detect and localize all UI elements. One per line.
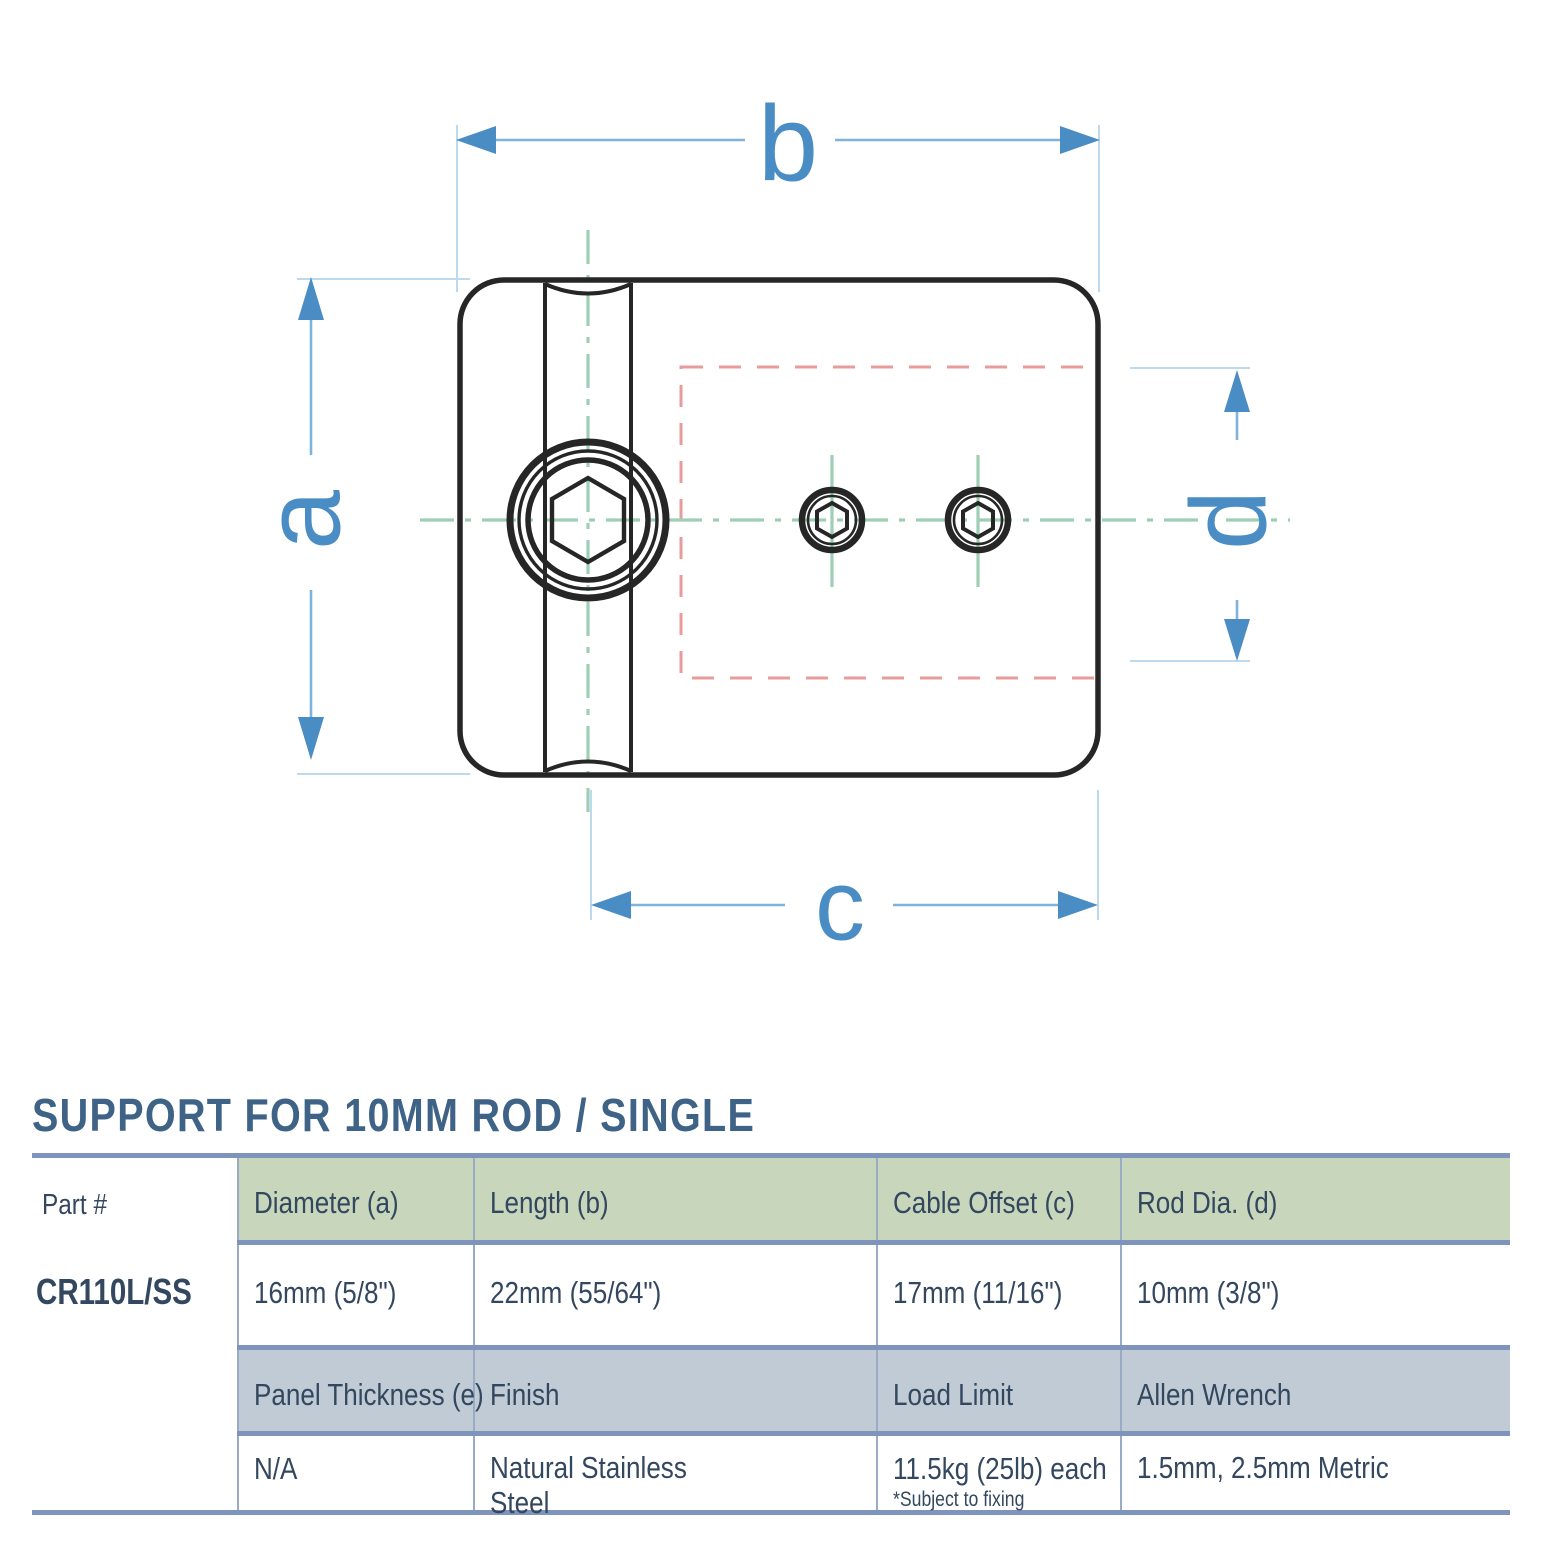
screw-center-lines [830,455,980,587]
part-number-value: CR110L/SS [36,1271,192,1312]
dimension-c: c [591,849,1098,961]
extension-lines [297,125,1250,920]
hex-socket-small-2 [944,486,1012,554]
hidden-outline-red [679,365,1098,680]
value-rod-dia: 10mm (3/8") [1137,1275,1280,1310]
divider-c1-r2v [473,1436,475,1510]
table-rule-mid-2 [237,1345,1510,1350]
dimension-b: b [456,83,1100,204]
part-number-header: Part # [42,1189,107,1221]
table-rule-mid-3 [237,1431,1510,1436]
divider-c3-r2h [1120,1350,1122,1431]
divider-c3-r1v [1120,1245,1122,1345]
hex-socket-small-1 [798,486,866,554]
value-length: 22mm (55/64") [490,1275,662,1310]
col-header-finish: Finish [490,1377,560,1412]
divider-c0-r1h [237,1158,239,1240]
dimension-label-d: d [1168,490,1289,550]
divider-c2-r1v [876,1245,878,1345]
col-header-rod-dia: Rod Dia. (d) [1137,1185,1278,1220]
col-header-cable-offset: Cable Offset (c) [893,1185,1075,1220]
value-finish: Natural Stainless Steel [490,1450,687,1520]
value-cable-offset: 17mm (11/16") [893,1275,1063,1310]
divider-c1-r2h [473,1350,475,1431]
technical-drawing: b a c d [242,83,1290,961]
header-band-gray [237,1350,1510,1431]
col-header-diameter: Diameter (a) [254,1185,399,1220]
value-load-limit-note: *Subject to fixing [893,1488,1025,1511]
divider-c2-r1h [876,1158,878,1240]
col-header-allen-wrench: Allen Wrench [1137,1377,1292,1412]
spec-table: Part # Diameter (a) Length (b) Cable Off… [32,1153,1510,1520]
table-rule-top [32,1153,1510,1158]
divider-c3-r1h [1120,1158,1122,1240]
dimension-label-c: c [815,849,865,961]
col-header-load-limit: Load Limit [893,1377,1014,1412]
hex-socket-large [506,438,670,602]
body-outline [457,277,1101,778]
value-load-limit: 11.5kg (25lb) each *Subject to fixing [893,1451,1107,1512]
divider-c3-r2v [1120,1436,1122,1510]
divider-c0-r2v [237,1436,239,1510]
value-panel-thickness: N/A [254,1451,298,1486]
dimension-label-a: a [242,489,363,550]
spec-block: SUPPORT FOR 10MM ROD / SINGLE Part # Dia… [0,1040,1541,1542]
divider-c0-r1v [237,1245,239,1345]
dimension-d: d [1168,370,1289,661]
header-band-green [237,1158,1510,1240]
value-diameter: 16mm (5/8") [254,1275,397,1310]
divider-c0-r2h [237,1350,239,1431]
table-rule-mid-1 [237,1240,1510,1245]
value-load-limit-main: 11.5kg (25lb) each [893,1451,1107,1486]
divider-c2-r2h [876,1350,878,1431]
value-allen-wrench: 1.5mm, 2.5mm Metric [1137,1450,1389,1485]
dimension-a: a [242,277,363,760]
dimension-label-b: b [758,83,818,204]
page-title: SUPPORT FOR 10MM ROD / SINGLE [32,1089,756,1141]
col-header-panel-thickness: Panel Thickness (e) [254,1377,484,1412]
divider-c1-r1h [473,1158,475,1240]
col-header-length: Length (b) [490,1185,609,1220]
divider-c2-r2v [876,1436,878,1510]
table-rule-bottom [32,1510,1510,1515]
divider-c1-r1v [473,1245,475,1345]
